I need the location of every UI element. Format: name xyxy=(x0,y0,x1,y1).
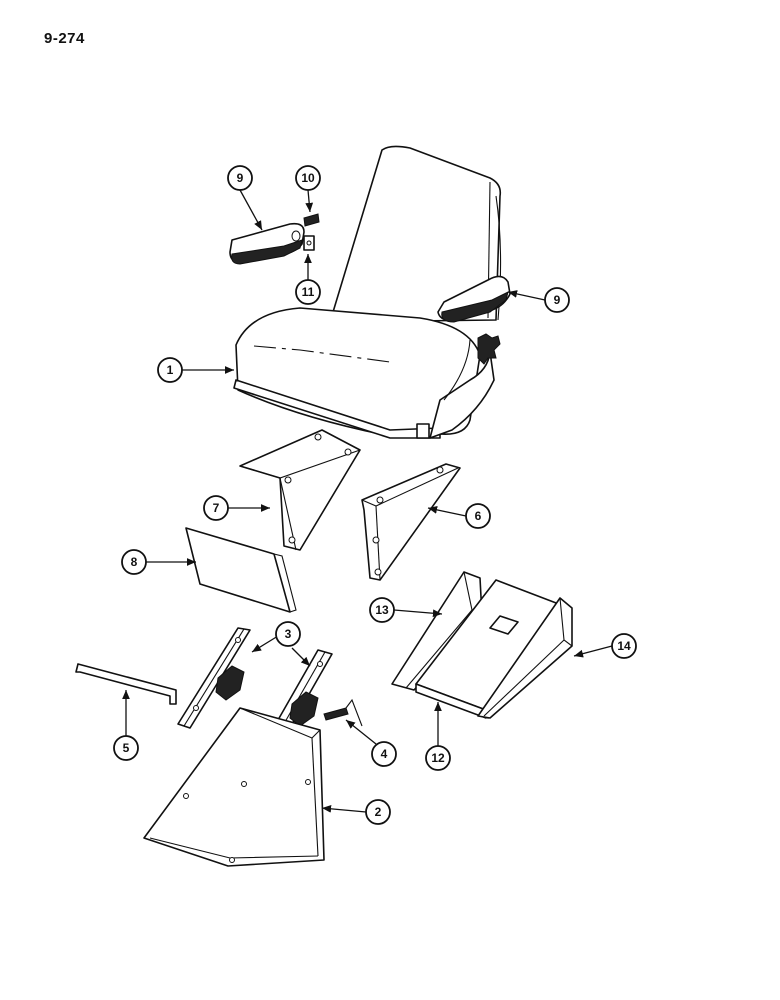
callout-label: 13 xyxy=(375,603,389,617)
seat-base-corner xyxy=(311,737,319,857)
seat-base-hole xyxy=(229,857,235,863)
callout: 9 xyxy=(544,287,570,313)
callout: 2 xyxy=(365,799,391,825)
armrest-left-group xyxy=(229,213,320,265)
bracket-right-hole xyxy=(436,466,444,474)
leader-9-right xyxy=(507,290,546,301)
callout-label: 4 xyxy=(381,747,388,761)
callouts: 9 10 11 9 1 7 6 8 xyxy=(113,165,637,825)
wedge-spacer-left-body xyxy=(391,571,483,691)
callout: 7 xyxy=(203,495,229,521)
wedge-spacer-right xyxy=(477,597,573,719)
callout: 11 xyxy=(295,279,321,305)
callout-label: 8 xyxy=(131,555,138,569)
lock-pin-clip xyxy=(345,698,363,727)
callout: 14 xyxy=(611,633,637,659)
wedge-spacer-left-slope xyxy=(405,609,473,689)
lock-pin xyxy=(323,698,363,727)
wedge-spacer-right-slope xyxy=(483,639,565,717)
seat-base-riser xyxy=(143,707,325,867)
callout-label: 9 xyxy=(237,171,244,185)
callout: 8 xyxy=(121,549,147,575)
callout: 6 xyxy=(465,503,491,529)
bracket-left-hole xyxy=(288,536,296,544)
callout-label: 2 xyxy=(375,805,382,819)
bracket-right xyxy=(361,463,461,581)
callout-label: 3 xyxy=(285,627,292,641)
leader-9-left xyxy=(239,189,263,231)
seat-side-cover xyxy=(429,351,495,439)
armrest-left-underside xyxy=(231,239,303,265)
slide-rail-right-hole xyxy=(317,661,323,667)
callout-label: 10 xyxy=(301,171,315,185)
callout: 4 xyxy=(371,741,397,767)
seat-base-body xyxy=(143,707,325,867)
seat-backrest xyxy=(329,145,502,323)
armrest-bolt xyxy=(303,213,320,227)
slide-rail-left-latch xyxy=(215,665,245,701)
center-plate-slot xyxy=(489,615,519,635)
slide-rail-left-hole xyxy=(235,637,241,643)
callout: 5 xyxy=(113,735,139,761)
leader-13 xyxy=(393,609,443,618)
callout-label: 5 xyxy=(123,741,130,755)
bracket-left-body xyxy=(239,429,361,551)
bracket-left-hole xyxy=(314,433,322,441)
callout: 9 xyxy=(227,165,253,191)
wedge-spacer-right-body xyxy=(477,597,573,719)
callout-label: 1 xyxy=(167,363,174,377)
leader-3a xyxy=(251,635,279,653)
seat-base-hole xyxy=(183,793,189,799)
leader-3b xyxy=(291,647,311,667)
leader-2 xyxy=(321,804,367,813)
leader-4 xyxy=(345,719,377,745)
adjust-cable xyxy=(443,339,471,401)
armrest-right-underside xyxy=(441,291,509,323)
slide-rail-left xyxy=(177,627,251,729)
callout-label: 12 xyxy=(431,751,445,765)
callout-label: 11 xyxy=(302,285,315,299)
leader-6 xyxy=(427,506,467,517)
leader-10 xyxy=(305,189,314,213)
cover-plate xyxy=(185,527,297,613)
slide-rail-right-latch xyxy=(289,691,319,727)
seat-base-hole xyxy=(241,781,247,787)
bracket-right-hole xyxy=(374,568,382,576)
release-bar xyxy=(75,663,177,705)
callout: 10 xyxy=(295,165,321,191)
callout-label: 14 xyxy=(617,639,631,653)
seat-latch xyxy=(416,423,430,439)
callout-label: 6 xyxy=(475,509,482,523)
leader-lines xyxy=(122,189,613,813)
cover-plate-flange xyxy=(273,553,297,613)
bracket-right-hole xyxy=(372,536,380,544)
slide-rail-left-hole xyxy=(193,705,199,711)
armrest-washer-hole xyxy=(306,240,312,246)
seat-base-hole xyxy=(305,779,311,785)
lock-pin-shaft xyxy=(323,707,349,721)
seat-assembly xyxy=(233,145,511,439)
bracket-right-fold-lower xyxy=(375,505,381,581)
cushion-seam xyxy=(253,345,391,363)
callout: 13 xyxy=(369,597,395,623)
cover-plate-body xyxy=(185,527,291,613)
callout: 1 xyxy=(157,357,183,383)
armrest-left-bolt-hole xyxy=(291,230,301,242)
callout: 3 xyxy=(275,621,301,647)
bracket-left-hole xyxy=(344,448,352,456)
callout: 12 xyxy=(425,745,451,771)
bracket-left-hole xyxy=(284,476,292,484)
adjust-knob xyxy=(477,333,501,365)
bracket-left xyxy=(239,429,361,551)
page-code: 9-274 xyxy=(44,30,85,47)
leader-14 xyxy=(573,645,613,658)
bracket-right-hole xyxy=(376,496,384,504)
callout-label: 9 xyxy=(554,293,561,307)
callout-label: 7 xyxy=(213,501,220,515)
